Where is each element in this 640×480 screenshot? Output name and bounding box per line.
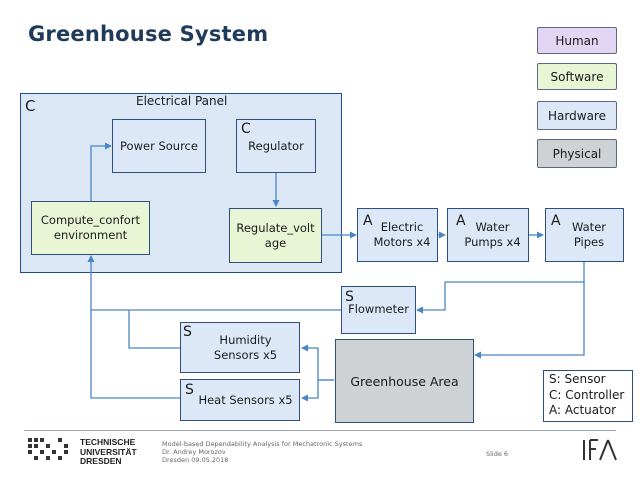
greenhouse-area-block: Greenhouse Area	[335, 339, 474, 423]
greenhouse-area-label: Greenhouse Area	[350, 373, 459, 389]
electric-motors-label: Electric Motors x4	[373, 220, 431, 249]
regulate-voltage-label: Regulate_volt age	[236, 220, 315, 250]
humidity-sensors-label: Humidity Sensors x5	[213, 332, 278, 362]
arrow-pipes-to-flowmeter	[416, 262, 585, 314]
arrow-pipes-to-greenhouse	[474, 282, 585, 359]
legend-human-label: Human	[555, 33, 599, 48]
key-actuator: A: Actuator	[549, 403, 617, 417]
arrow-compute-to-power	[90, 142, 112, 201]
tud-logo-icon	[28, 438, 68, 460]
legend-software: Software	[537, 63, 617, 90]
legend-hardware-label: Hardware	[548, 108, 606, 123]
arrow-greenhouse-to-humidity	[301, 344, 334, 381]
water-pipes-tag: A	[551, 213, 561, 229]
water-pipes-block: Water Pipes	[545, 208, 624, 262]
tud-line-3: DRESDEN	[80, 456, 122, 466]
footer-author: Dr. Andrey Morozov	[162, 448, 226, 456]
water-pumps-tag: A	[456, 213, 466, 229]
heat-sensors-label: Heat Sensors x5	[198, 392, 293, 407]
key-controller: C: Controller	[549, 387, 625, 402]
tud-line-2: UNIVERSITÄT	[80, 446, 137, 457]
water-pumps-block: Water Pumps x4	[447, 208, 529, 262]
electrical-panel-tag: C	[25, 97, 36, 115]
tud-wordmark: TECHNISCHE UNIVERSITÄT DRESDEN	[80, 437, 137, 467]
flowmeter-tag: S	[345, 289, 354, 305]
arrow-heat-feedback	[87, 255, 180, 399]
legend-physical-label: Physical	[552, 146, 602, 161]
footer-date: Dresden 09.05.2018	[162, 456, 229, 464]
abbreviation-key: S: Sensor C: Controller A: Actuator	[543, 370, 633, 422]
arrow-humidity-feedback	[128, 310, 180, 349]
electric-motors-tag: A	[363, 213, 373, 229]
ifa-logo-icon	[583, 439, 617, 461]
humidity-sensors-tag: S	[183, 324, 192, 340]
flowmeter-block: Flowmeter	[341, 286, 416, 334]
footer-course: Model-based Dependability Analysis for M…	[162, 440, 363, 448]
regulator-block: Regulator	[236, 119, 316, 173]
compute-block: Compute_confort environment	[31, 201, 150, 255]
electrical-panel-title: Electrical Panel	[136, 94, 228, 108]
water-pumps-label: Water Pumps x4	[464, 220, 521, 249]
footer-meta: Model-based Dependability Analysis for M…	[162, 440, 362, 464]
footer-divider	[24, 430, 616, 431]
key-sensor: S: Sensor	[549, 372, 606, 386]
legend-physical: Physical	[537, 139, 617, 168]
heat-sensors-block: Heat Sensors x5	[180, 379, 300, 421]
tud-line-1: TECHNISCHE	[80, 437, 136, 447]
heat-sensors-tag: S	[185, 382, 194, 398]
legend-hardware: Hardware	[537, 101, 617, 130]
regulator-label: Regulator	[248, 138, 304, 153]
compute-label: Compute_confort environment	[40, 213, 141, 242]
regulate-voltage-block: Regulate_volt age	[229, 208, 322, 263]
power-source-block: Power Source	[112, 119, 206, 173]
legend-software-label: Software	[550, 69, 604, 84]
legend-human: Human	[537, 27, 617, 54]
humidity-sensors-block: Humidity Sensors x5	[180, 322, 300, 373]
slide-title: Greenhouse System	[28, 22, 269, 46]
arrow-greenhouse-to-heat	[301, 379, 334, 402]
slide-number: Slide 6	[486, 450, 509, 458]
electric-motors-block: Electric Motors x4	[357, 208, 438, 262]
flowmeter-label: Flowmeter	[348, 302, 409, 316]
regulator-tag: C	[241, 121, 251, 137]
water-pipes-label: Water Pipes	[572, 220, 606, 249]
power-source-label: Power Source	[120, 138, 198, 153]
